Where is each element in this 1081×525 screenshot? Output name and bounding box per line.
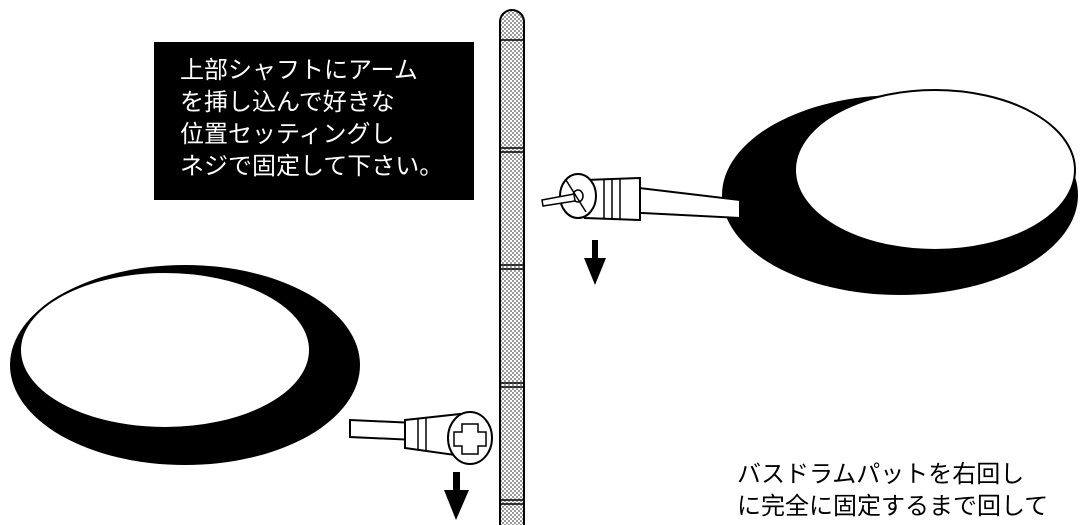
shaft-icon (499, 9, 525, 525)
down-arrow-icon (584, 240, 606, 285)
instruction-bottom-line-2: に完全に固定するまで回して (737, 492, 1049, 520)
drum-pad-right (722, 89, 1078, 295)
drum-pad-left (10, 265, 360, 465)
down-arrow-icon (444, 472, 469, 520)
instruction-top-line-4: ネジで固定して下さい。 (180, 152, 444, 180)
instruction-top-line-2: を挿し込んで好きな (180, 88, 395, 116)
instruction-top-box: 上部シャフトにアーム を挿し込んで好きな 位置セッティングし ネジで固定して下さ… (154, 42, 474, 200)
mounting-arm-left (349, 411, 493, 465)
instruction-bottom: バスドラムパットを右回し に完全に固定するまで回して (737, 458, 1081, 525)
mounting-arm-right (541, 173, 741, 222)
instruction-top-line-3: 位置セッティングし (180, 120, 395, 148)
instruction-top-line-1: 上部シャフトにアーム (180, 56, 418, 84)
instruction-bottom-line-1: バスドラムパットを右回し (737, 460, 1025, 488)
